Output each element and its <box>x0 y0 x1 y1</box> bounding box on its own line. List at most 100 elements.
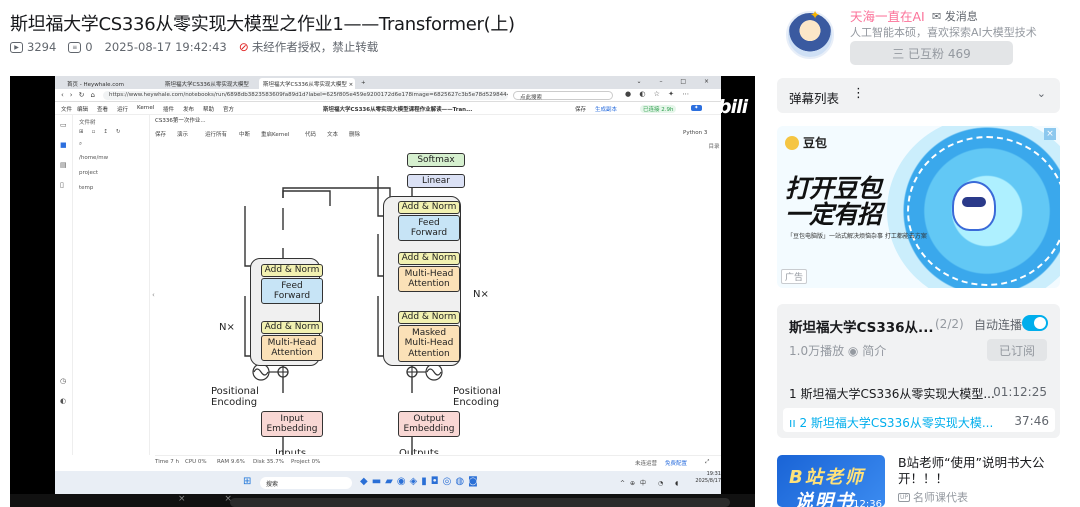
episode-duration: 37:46 <box>1014 414 1049 428</box>
notebook-sidebar: ▭ ■ ▤ ▯ ◷ ◐ <box>55 115 73 455</box>
browser-tab-active: 斯坦福大学CS336从零实现大模型 × <box>259 78 355 89</box>
toolbar-item: 重启Kernel <box>261 132 290 138</box>
menu-item: 发布 <box>183 107 195 113</box>
notebook-toolbar: 保存 演示 运行所有 中断 重启Kernel 代码 文本 删除 Python 3 <box>155 128 721 139</box>
playlist-title[interactable]: 斯坦福大学CS336从... <box>789 320 934 336</box>
follow-button[interactable]: 三 已互粉 469 <box>850 41 1013 65</box>
encoder-nx-label: N× <box>219 322 235 333</box>
ad-mascot-icon <box>952 181 996 231</box>
linear-label: Linear <box>422 175 450 186</box>
send-message-link[interactable]: ✉ 发消息 <box>932 8 978 24</box>
masked-label-3: Attention <box>408 348 450 359</box>
status-item: CPU 0% <box>185 459 207 465</box>
close-icon[interactable]: × <box>1044 128 1056 140</box>
thumb-text-1: B站老师 <box>789 467 865 488</box>
ad-banner[interactable]: 豆包 打开豆包一定有招 「豆包电脑版」一站式解决烦恼杂事 打工都能去方案 广告 … <box>777 126 1060 288</box>
video-player[interactable]: 首页 - Heywhale.com 斯坦福大学CS336从零实现大模型 斯坦福大… <box>10 76 755 507</box>
publish-datetime: 2025-08-17 19:42:43 <box>104 40 227 54</box>
ad-slogan-1: 打开豆包 <box>785 174 882 203</box>
subscribe-button[interactable]: 已订阅 <box>987 339 1047 361</box>
playing-icon: ıı <box>789 416 800 430</box>
masked-label-1: Masked <box>411 327 447 338</box>
status-item: RAM 9.6% <box>217 459 245 465</box>
file-search-icon: ⌕ <box>79 141 83 147</box>
status-item: Disk 35.7% <box>253 459 285 465</box>
more-icon[interactable]: ⋮ <box>852 86 865 101</box>
browser-tab-bar: 首页 - Heywhale.com 斯坦福大学CS336从零实现大模型 斯坦福大… <box>55 76 721 89</box>
view-count: 3294 <box>27 40 57 54</box>
recommended-title[interactable]: B站老师“使用”说明书大公开！！！ <box>898 455 1045 486</box>
pos-enc-line1: Positional <box>211 386 259 397</box>
windows-start-icon: ⊞ <box>243 476 252 487</box>
browser-search: 点此搜索 <box>513 91 613 101</box>
theme-icon: ◐ <box>60 397 67 405</box>
decoder-addnorm-2: Add & Norm <box>398 252 460 265</box>
ad-orbit <box>907 136 1060 286</box>
encoder-addnorm-2: Add & Norm <box>261 264 323 277</box>
tray-date: 2025/8/17 <box>695 478 721 484</box>
autoplay-toggle[interactable] <box>1022 315 1048 331</box>
playlist-episode[interactable]: 1 斯坦福大学CS336从零实现大模型...01:12:25 <box>789 385 1053 402</box>
video-title: 斯坦福大学CS336从零实现大模型之作业1——Transformer(上) <box>10 14 515 35</box>
pos-enc-line2: Encoding <box>453 397 500 408</box>
addnorm-label: Add & Norm <box>401 312 457 323</box>
thumb-text-2: 说明书 <box>795 491 855 507</box>
playlist-views: 1.0万播放 ◉ 简介 <box>789 342 886 359</box>
toolbar-item: 文本 <box>327 132 339 138</box>
input-emb-label-2: Embedding <box>266 424 318 434</box>
menu-item: 编辑 <box>77 107 89 113</box>
notebook-status-bar: Time 7 h CPU 0% RAM 9.6% Disk 35.7% Proj… <box>155 455 721 467</box>
mha-label-1: Multi-Head <box>404 268 454 279</box>
new-tab-icon: + <box>361 80 366 86</box>
intro-link[interactable]: 简介 <box>862 344 887 358</box>
uploader-name[interactable]: 天海一直在AI <box>850 9 925 24</box>
danmaku-list-panel[interactable]: 弹幕列表 ⋮ ⌄ <box>777 78 1060 113</box>
episode-title: 2 斯坦福大学CS336从零实现大模... <box>799 416 994 430</box>
playlist-episode-active[interactable]: ıı 2 斯坦福大学CS336从零实现大模... 37:46 <box>783 408 1055 432</box>
episode-duration: 01:12:25 <box>993 385 1047 399</box>
collapse-icon: ‹ <box>152 291 155 299</box>
expand-icon: ⤢ <box>705 459 710 465</box>
toc-label: 目录 <box>708 144 720 150</box>
pos-enc-line2: Encoding <box>211 397 258 408</box>
mail-icon: ✉ <box>932 10 945 23</box>
notebook-title: 斯坦福大学CS336从零实现大模型课程作业解读——Tran... <box>323 107 473 113</box>
ff-label-2: Forward <box>410 228 448 238</box>
uploader-avatar[interactable] <box>786 11 834 59</box>
pos-enc-line1: Positional <box>453 386 501 397</box>
playlist-panel: 斯坦福大学CS336从... (2/2) 自动连播 1.0万播放 ◉ 简介 已订… <box>777 304 1060 438</box>
output-emb-label-2: Embedding <box>403 424 455 434</box>
send-message-label: 发消息 <box>944 10 978 23</box>
toolbar-item: 运行所有 <box>205 132 228 138</box>
url-field: https://www.heywhale.com/notebooks/run/6… <box>103 91 508 100</box>
kernel-name: Python 3 <box>683 130 708 136</box>
player-control-bar[interactable]: × × <box>10 494 755 507</box>
toolbar-item: 删除 <box>349 132 361 138</box>
folder-icon: ■ <box>60 141 67 149</box>
close-icons: × × <box>178 494 250 504</box>
uploader-bio: 人工智能本硕，喜欢探索AI大模型技术 <box>850 26 1037 39</box>
recommended-thumbnail[interactable]: B站老师 说明书 12:36 <box>777 455 885 507</box>
danmaku-input[interactable] <box>230 498 730 507</box>
menu-item: 运行 <box>117 107 129 113</box>
chevron-down-icon[interactable]: ⌄ <box>1036 87 1046 100</box>
episode-title: 1 斯坦福大学CS336从零实现大模型... <box>789 387 995 401</box>
menu-item: 帮助 <box>203 107 215 113</box>
toc-rail: 目录 <box>707 142 721 150</box>
addnorm-label: Add & Norm <box>264 265 320 276</box>
softmax-block: Softmax <box>407 153 465 167</box>
tray-time: 19:31 <box>706 471 721 477</box>
decoder-addnorm-1: Add & Norm <box>398 311 460 324</box>
ad-brand: 豆包 <box>785 134 827 151</box>
ad-slogan: 打开豆包一定有招 <box>785 174 882 229</box>
ad-subtext: 「豆包电脑版」一站式解决烦恼杂事 打工都能去方案 <box>787 233 927 240</box>
outputs-label: Outputs <box>399 448 439 454</box>
ad-slogan-2: 一定有招 <box>785 200 882 229</box>
